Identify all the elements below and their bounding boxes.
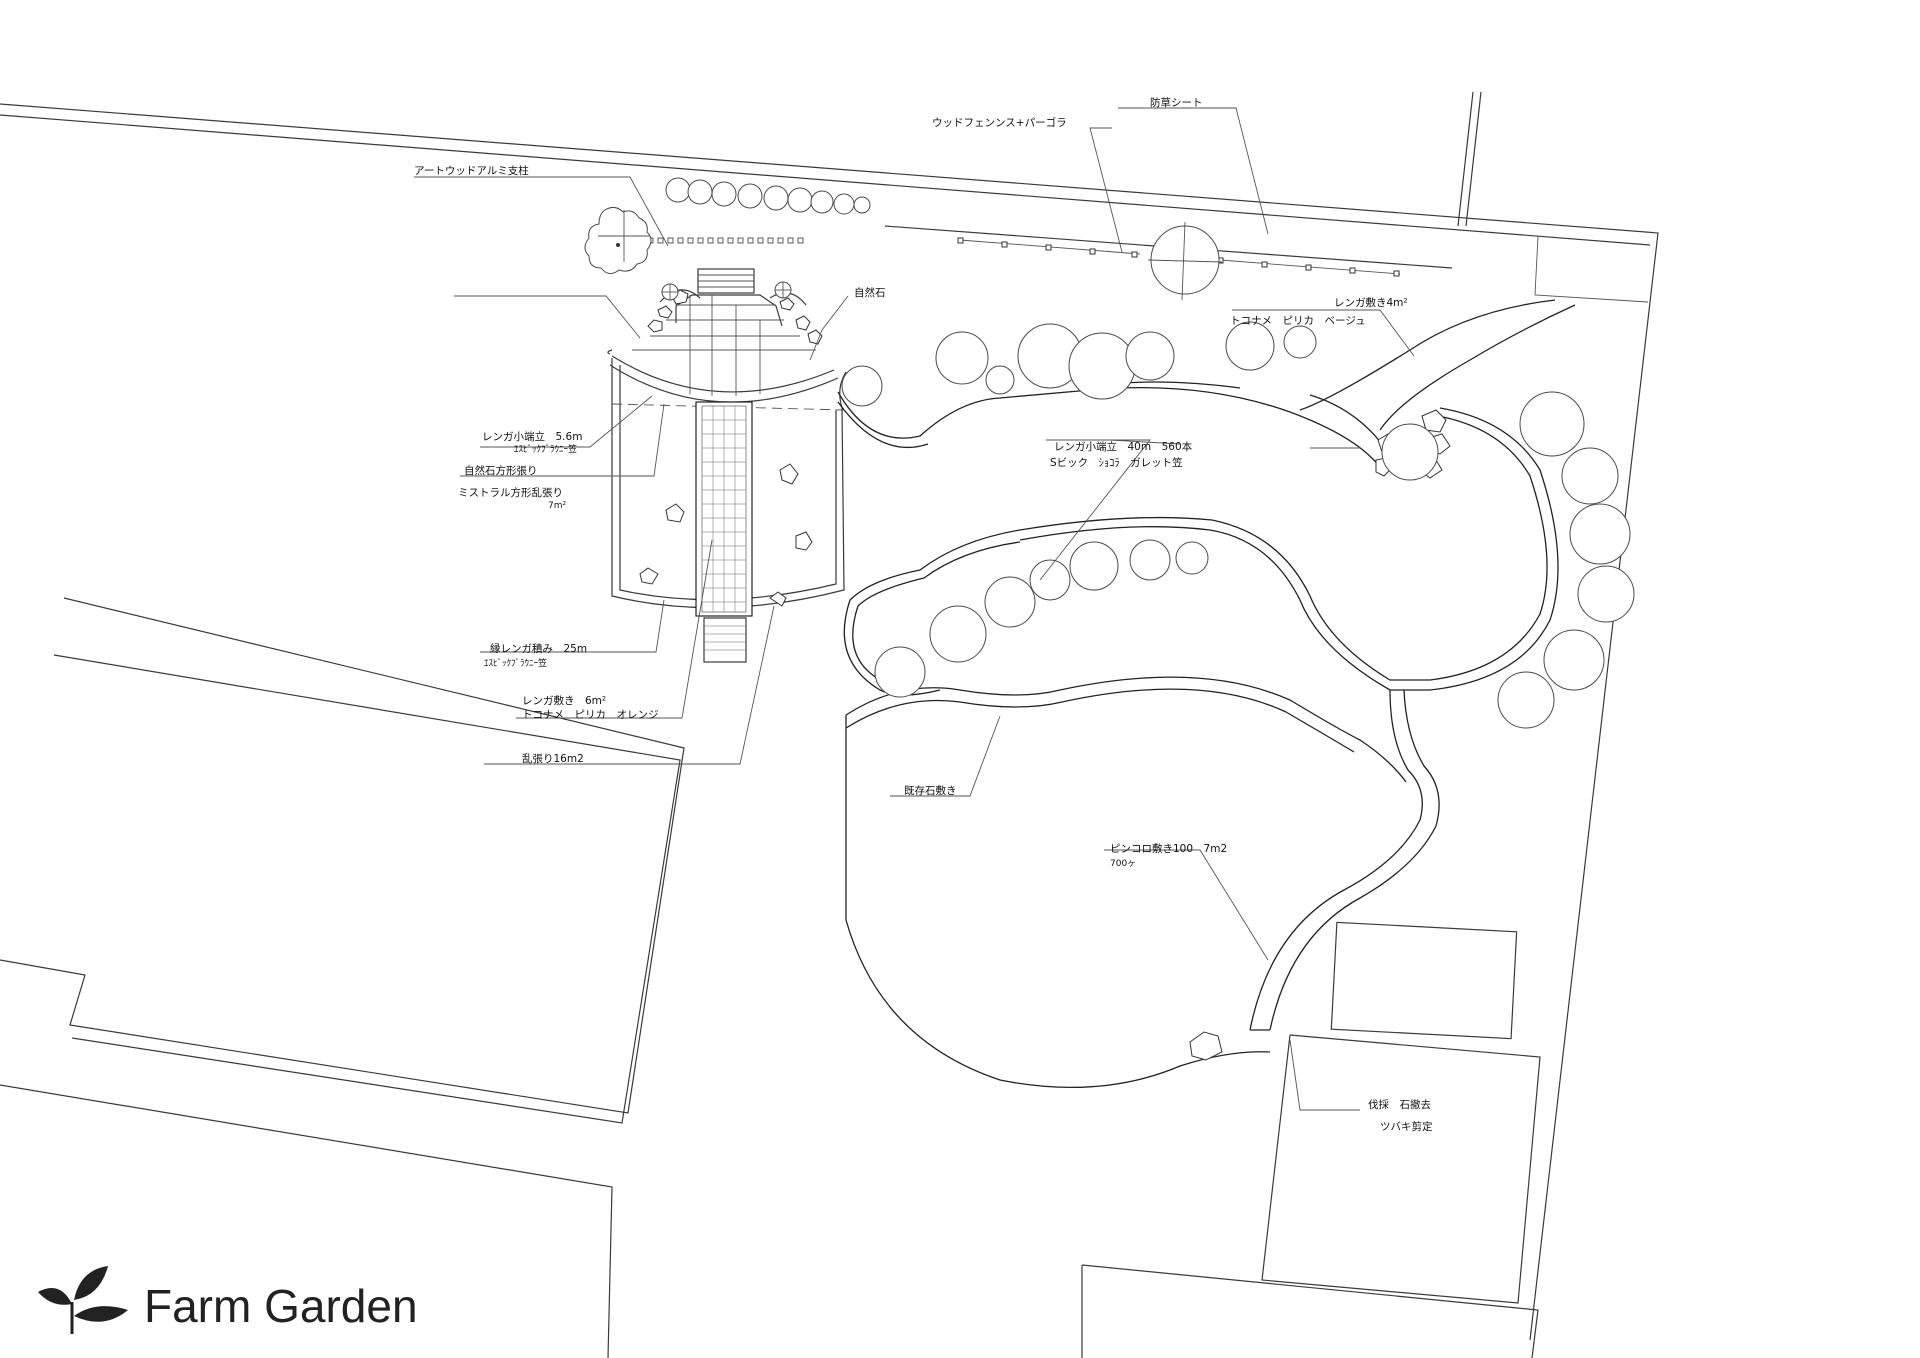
label-fence: ウッドフェンンス+パーゴラ [932, 116, 1067, 129]
annotation-labels: アートウッドアルミ支柱 ウッドフェンンス+パーゴラ 防草シート 自然石 レンガ敷… [414, 96, 1433, 1133]
wood-fence [647, 225, 1453, 277]
label-natural-stone-square: 自然石方形張り [464, 464, 538, 477]
label-brick-paving-6-spec: トコナメ ピリカ オレンジ [522, 709, 659, 721]
label-brick-edge-40: レンガ小端立 40m 560本 [1054, 440, 1193, 453]
label-camellia: ツバキ剪定 [1380, 1120, 1433, 1133]
label-mistral-area: 7m² [548, 501, 566, 511]
label-brick-edge-40-spec: Sビック ｼｮｺﾗ ガレット笠 [1050, 456, 1183, 469]
label-existing-stone: 既存石敷き [904, 784, 957, 797]
brand-logo: Farm Garden [38, 1266, 418, 1334]
entry-terrace [607, 268, 839, 403]
neighbor-building-right [1081, 921, 1541, 1358]
label-brick-edge-56: レンガ小端立 5.6m [482, 430, 582, 443]
decorative-pot-left [661, 283, 679, 301]
label-mistral: ミストラル方形乱張り [458, 486, 563, 499]
label-brick-paving-4-spec: トコナメ ピリカ ベージュ [1230, 315, 1366, 327]
label-brick-paving-4: レンガ敷き4m² [1334, 296, 1408, 309]
label-weed-sheet: 防草シート [1150, 96, 1203, 109]
tree-canopy-upper [1147, 221, 1223, 301]
brick-path [695, 401, 753, 663]
label-natural-stone: 自然石 [854, 286, 886, 299]
decorative-pot-right [774, 281, 792, 299]
label-pinkoro-qty: 700ヶ [1110, 859, 1136, 869]
label-cut-remove: 伐採 石撤去 [1368, 1098, 1431, 1111]
leaf-sprout-icon [38, 1266, 128, 1334]
label-artwood: アートウッドアルミ支柱 [414, 164, 529, 177]
label-brick-edge-56-spec: ｴｽﾋﾞｯｸﾌﾞﾗｳﾆｰ笠 [514, 443, 577, 455]
leader-lines [414, 107, 1415, 1111]
label-brick-paving-6: レンガ敷き 6m² [522, 694, 606, 707]
brand-name: Farm Garden [144, 1280, 418, 1332]
label-pinkoro: ピンコロ敷き100 7m2 [1110, 842, 1227, 855]
shade-tree [584, 206, 652, 274]
shrubs [841, 321, 1635, 729]
winding-garden-path [837, 299, 1576, 1089]
neighbor-building-left [0, 597, 685, 1358]
label-random-16: 乱張り16m2 [522, 753, 584, 765]
hedge-row [665, 177, 871, 215]
property-boundary [0, 91, 1659, 1341]
label-edge-brick-25-spec: ｴｽﾋﾞｯｸﾌﾞﾗｳﾆｰ笠 [484, 657, 547, 669]
label-edge-brick-25: 縁レンガ積み 25m [490, 642, 587, 655]
